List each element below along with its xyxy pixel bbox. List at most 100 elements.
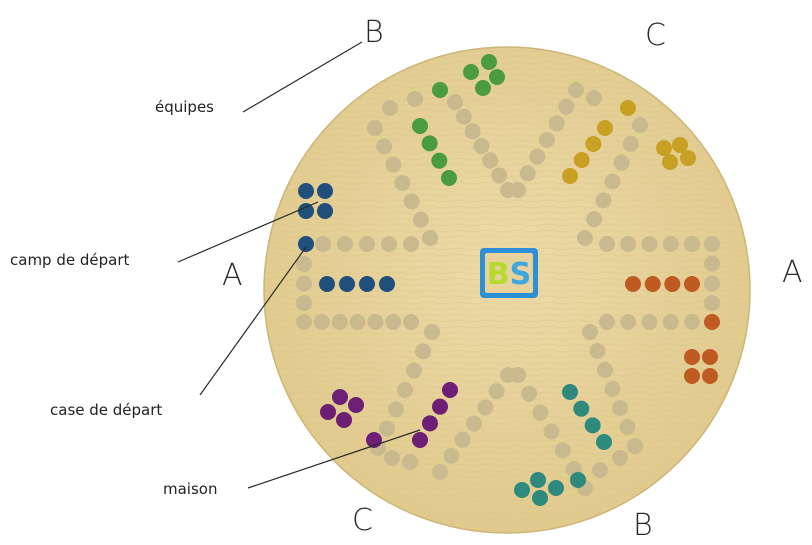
track-hole bbox=[296, 314, 312, 330]
track-hole bbox=[632, 117, 648, 133]
teal-start-peg bbox=[570, 472, 586, 488]
yellow-home-peg bbox=[597, 120, 613, 136]
green-home-peg bbox=[441, 170, 457, 186]
blue-home-peg bbox=[359, 276, 375, 292]
track-hole bbox=[466, 415, 482, 432]
purple-home-peg bbox=[412, 432, 428, 448]
track-hole bbox=[704, 295, 720, 311]
orange-home-peg bbox=[664, 276, 681, 292]
track-hole bbox=[381, 236, 397, 252]
track-hole bbox=[385, 314, 402, 330]
track-hole bbox=[568, 82, 584, 98]
track-hole bbox=[532, 404, 549, 421]
team-letter-bottom-right: B bbox=[633, 508, 653, 543]
track-hole bbox=[491, 167, 508, 184]
track-hole bbox=[315, 236, 331, 252]
track-hole bbox=[548, 115, 565, 132]
track-hole bbox=[641, 314, 658, 330]
track-hole bbox=[403, 236, 419, 252]
blue-peg bbox=[317, 183, 333, 199]
track-hole bbox=[592, 462, 608, 478]
track-hole bbox=[597, 362, 613, 378]
track-hole bbox=[599, 236, 615, 252]
teal-peg bbox=[532, 490, 548, 506]
track-hole bbox=[662, 314, 679, 330]
blue-peg bbox=[298, 183, 314, 199]
teal-home-peg bbox=[584, 417, 601, 434]
yellow-peg bbox=[656, 140, 672, 156]
track-hole bbox=[604, 173, 621, 190]
teal-peg bbox=[548, 480, 564, 496]
yellow-home-peg bbox=[562, 168, 578, 184]
track-hole bbox=[586, 90, 602, 106]
track-hole bbox=[376, 138, 393, 155]
teal-home-peg bbox=[562, 384, 578, 400]
orange-peg bbox=[684, 349, 700, 365]
teal-home-peg bbox=[573, 400, 590, 417]
yellow-peg bbox=[680, 150, 696, 166]
track-hole bbox=[296, 256, 312, 272]
start-square-callout-line bbox=[199, 246, 307, 396]
yellow-home-peg bbox=[585, 136, 602, 152]
team-letter-bottom-left: C bbox=[352, 503, 373, 538]
track-hole bbox=[589, 343, 606, 359]
purple-peg bbox=[348, 397, 364, 413]
track-hole bbox=[403, 193, 420, 210]
teams-callout-line bbox=[242, 41, 363, 113]
track-hole bbox=[406, 362, 422, 379]
track-hole bbox=[477, 399, 494, 416]
track-hole bbox=[424, 324, 440, 340]
orange-peg bbox=[684, 368, 700, 384]
track-hole bbox=[443, 447, 460, 464]
blue-peg bbox=[298, 203, 314, 219]
callout-lines bbox=[177, 41, 421, 489]
track-hole bbox=[595, 192, 612, 209]
yellow-peg bbox=[662, 154, 678, 170]
team-letter-left: A bbox=[222, 258, 243, 293]
track-hole bbox=[529, 148, 546, 165]
track-hole bbox=[422, 230, 438, 246]
track-hole bbox=[412, 211, 429, 228]
track-hole bbox=[510, 367, 526, 383]
yellow-start-peg bbox=[620, 100, 636, 116]
purple-peg bbox=[336, 412, 352, 428]
teams-label: équipes bbox=[155, 98, 214, 116]
track-hole bbox=[384, 450, 400, 466]
track-hole bbox=[684, 236, 700, 252]
track-hole bbox=[454, 431, 471, 448]
track-hole bbox=[641, 236, 658, 252]
purple-home-peg bbox=[442, 382, 458, 398]
track-hole bbox=[473, 138, 490, 154]
track-hole bbox=[622, 135, 639, 152]
orange-home-peg bbox=[644, 276, 661, 292]
track-hole bbox=[331, 314, 348, 330]
starting-square-label: case de départ bbox=[50, 401, 162, 419]
green-home-peg bbox=[412, 118, 428, 134]
track-hole bbox=[447, 94, 463, 110]
track-hole bbox=[402, 454, 418, 470]
yellow-peg bbox=[672, 137, 688, 153]
track-hole bbox=[599, 314, 615, 330]
track-hole bbox=[397, 382, 413, 398]
track-hole bbox=[488, 383, 505, 400]
track-hole bbox=[367, 120, 383, 136]
orange-peg bbox=[702, 368, 718, 384]
green-peg bbox=[489, 69, 505, 85]
track-hole bbox=[455, 108, 472, 125]
blue-peg bbox=[317, 203, 333, 219]
track-hole bbox=[296, 295, 312, 311]
track-hole bbox=[704, 275, 720, 292]
track-hole bbox=[349, 314, 366, 330]
green-start-peg bbox=[432, 82, 448, 98]
track-hole bbox=[415, 343, 431, 360]
blue-home-peg bbox=[339, 276, 355, 292]
track-hole bbox=[521, 385, 538, 402]
orange-home-peg bbox=[684, 276, 700, 292]
track-hole bbox=[464, 123, 481, 140]
logo-inner bbox=[485, 253, 533, 293]
track-hole bbox=[519, 165, 536, 182]
green-home-peg bbox=[431, 152, 448, 169]
track-hole bbox=[382, 100, 398, 116]
track-hole bbox=[704, 236, 720, 252]
